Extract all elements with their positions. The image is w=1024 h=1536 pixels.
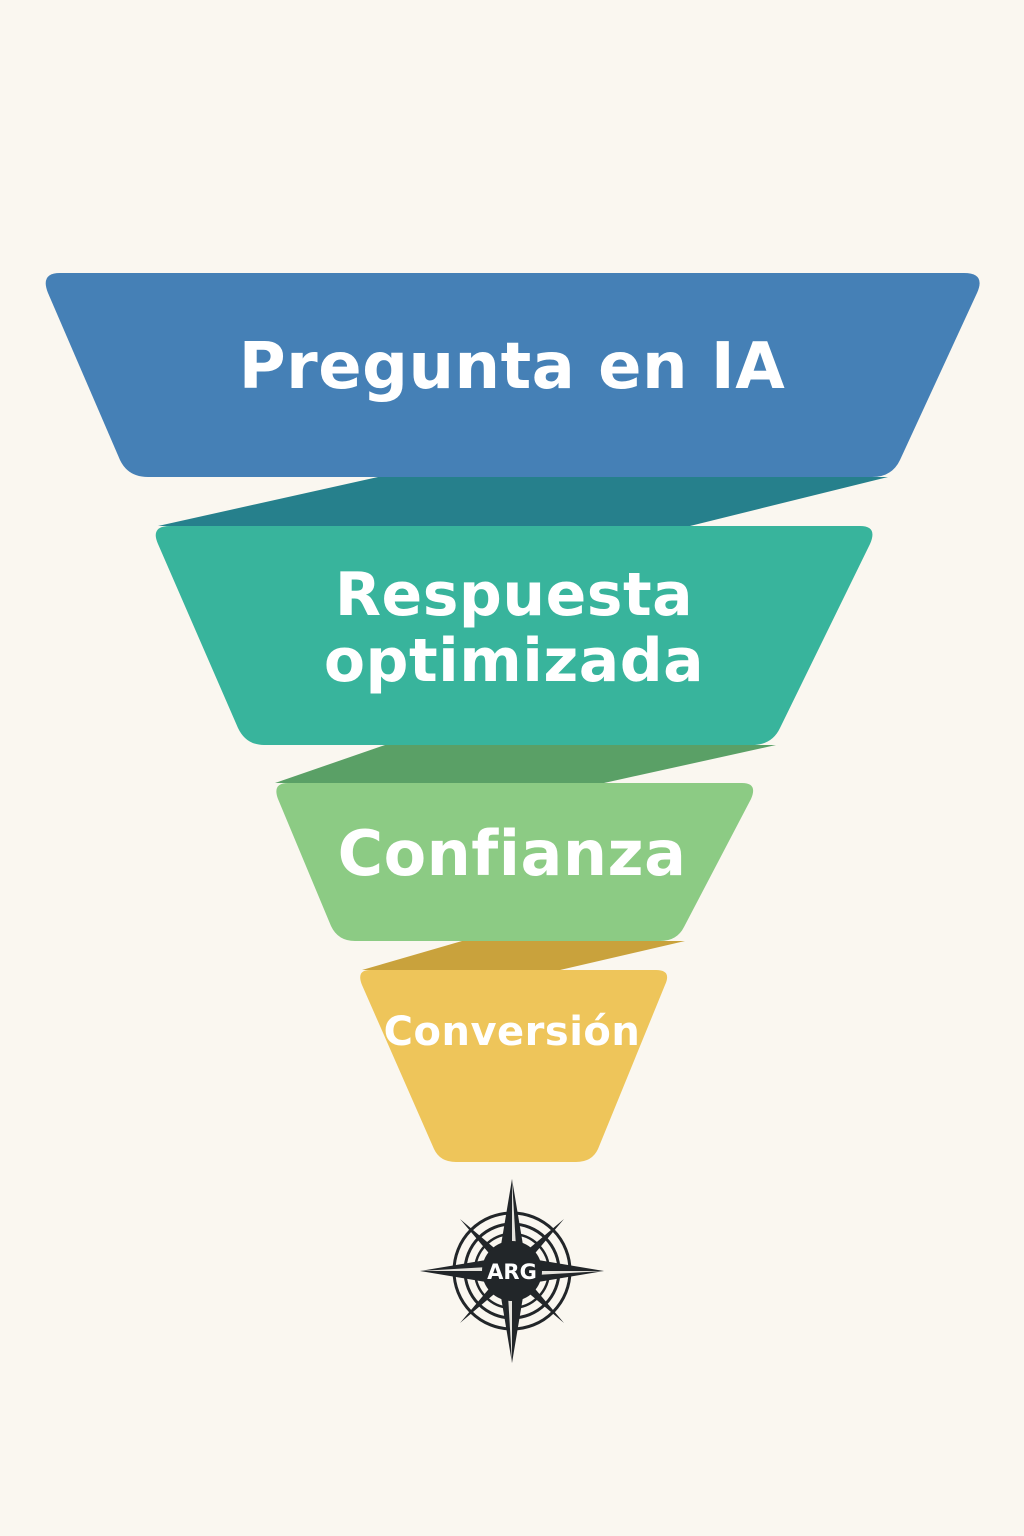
stage-label-respuesta-line-1: Respuesta xyxy=(334,560,694,630)
compass-rose-icon: ARG xyxy=(420,1179,604,1363)
funnel-connector-2 xyxy=(275,745,776,783)
funnel-stage-4 xyxy=(360,970,668,1162)
stage-label-respuesta: Respuesta optimizada xyxy=(2,562,1024,694)
funnel-connector-3 xyxy=(362,941,685,970)
logo-text: ARG xyxy=(487,1260,537,1284)
funnel-stage-1 xyxy=(45,273,980,477)
funnel-stage-2 xyxy=(155,526,873,745)
funnel-connector-1 xyxy=(158,477,888,526)
stage-label-respuesta-line-2: optimizada xyxy=(323,626,705,696)
stage-label-conversion: Conversión xyxy=(383,1009,641,1055)
funnel-stage-3 xyxy=(276,783,754,941)
stage-label-confianza: Confianza xyxy=(337,817,687,890)
stage-label-pregunta: Pregunta en IA xyxy=(238,330,786,404)
